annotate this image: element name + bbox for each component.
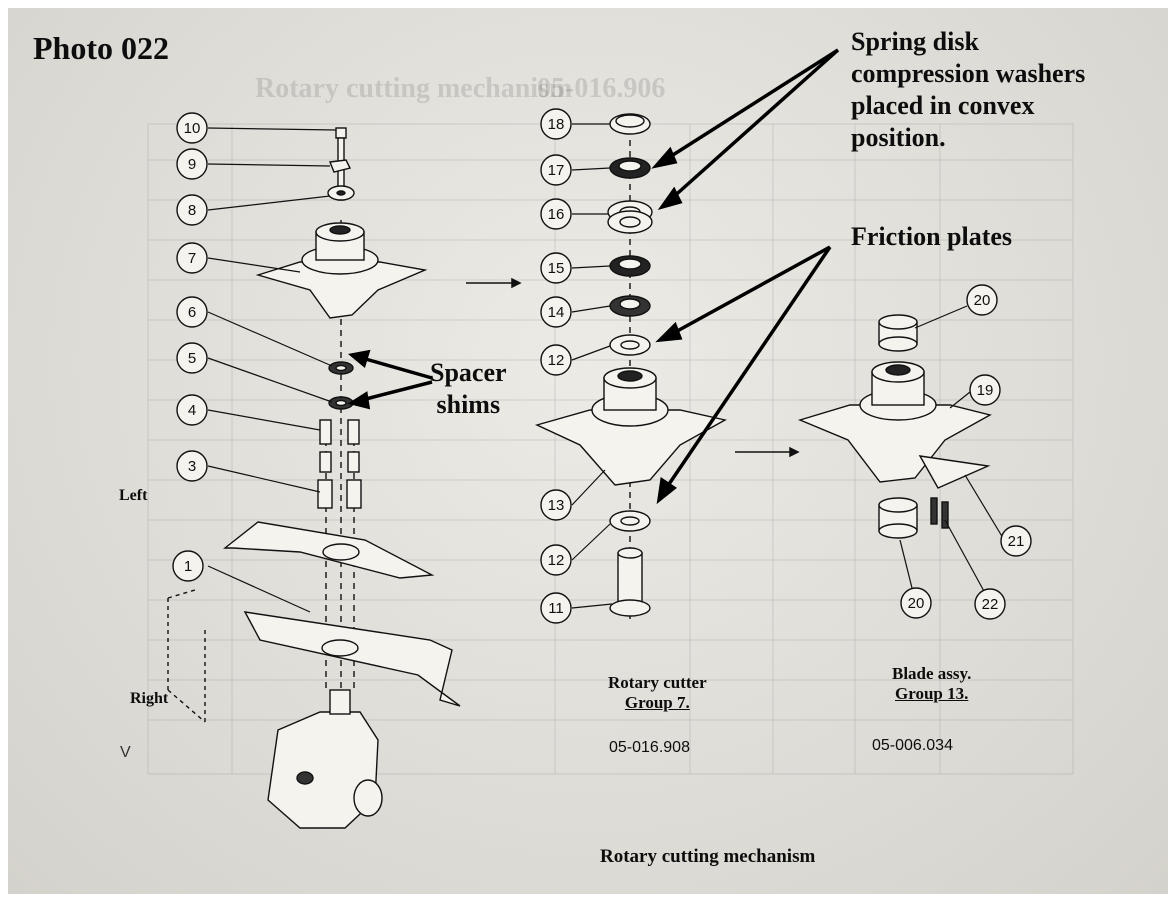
nut-right: [347, 451, 360, 473]
part-11-sleeve: [617, 552, 643, 606]
clamp-right: [346, 479, 362, 509]
right-side-label: Right: [130, 690, 169, 707]
callout-21: 21: [1008, 533, 1025, 550]
rotary-cutter-name: Rotary cutter: [608, 673, 707, 692]
blade-assy-group: Group 13.: [894, 684, 969, 703]
callout-9: 9: [188, 156, 196, 173]
right-callout-numbers: 20 19 21 20 22: [908, 292, 1025, 613]
annotation-arrows: [347, 48, 840, 505]
middle-leaders: [571, 123, 613, 609]
blade-assy-caption: Blade assy. Group 13.: [892, 664, 971, 704]
part-22-screw-2: [941, 501, 949, 529]
figure-title: Rotary cutting mechanism: [600, 846, 816, 867]
callout-22: 22: [982, 596, 999, 613]
friction-arrow-1: [669, 245, 831, 337]
flow-arrow-1: [466, 277, 522, 289]
callout-20-top: 20: [974, 292, 991, 309]
middle-callout-numbers: 18 17 16 15 14 12 13 12 11: [548, 116, 565, 617]
sprocket-bore: [329, 225, 351, 235]
callout-14: 14: [548, 304, 565, 321]
left-side-label: Left: [119, 487, 148, 504]
gearbox-shaft: [329, 689, 351, 715]
callout-19: 19: [977, 382, 994, 399]
callout-8: 8: [188, 202, 196, 219]
callout-17: 17: [548, 162, 565, 179]
callout-11: 11: [548, 600, 564, 617]
rotary-cutter-assembly: [534, 113, 727, 620]
screw-left: [319, 419, 332, 445]
callout-5: 5: [188, 350, 196, 367]
faint-table-code: 05-016.906: [537, 73, 666, 104]
callout-12-upper: 12: [548, 352, 565, 369]
callout-3: 3: [188, 458, 196, 475]
rotary-cutter-group: Group 7.: [624, 693, 690, 712]
callout-1: 1: [184, 558, 192, 575]
callout-15: 15: [548, 260, 565, 277]
callout-6: 6: [188, 304, 196, 321]
callout-10: 10: [184, 120, 201, 137]
right-callout-circles: [900, 284, 1032, 620]
spring-arrow-1: [664, 48, 839, 162]
right-blade: [243, 611, 461, 707]
spring-note-line-1: Spring disk: [851, 27, 979, 56]
screw-right: [347, 419, 360, 445]
spacer-arrow-2: [361, 380, 433, 402]
left-assembly: [167, 127, 461, 829]
spring-arrow-2: [668, 48, 840, 202]
middle-callout-circles: [540, 108, 572, 624]
left-blade: [222, 521, 435, 579]
clamp-left: [317, 479, 333, 509]
left-callout-numbers: 10 9 8 7 6 5 4 3 1: [184, 120, 201, 575]
friction-arrow-2: [663, 246, 832, 491]
rotary-cutter-caption: Rotary cutter Group 7.: [608, 673, 707, 713]
rotary-cutter-part-number: 05-016.908: [609, 739, 690, 756]
nut-left: [319, 451, 332, 473]
blade-assy-part-number: 05-006.034: [872, 737, 953, 754]
blade-assembly: [797, 314, 992, 539]
left-leaders: [207, 127, 337, 613]
spring-note-line-3: placed in convex: [851, 91, 1035, 120]
right-leaders: [899, 305, 1004, 594]
photo-label: Photo 022: [33, 30, 169, 66]
friction-plates-note: Friction plates: [851, 222, 1013, 251]
lock-pin: [329, 159, 352, 173]
callout-20-lower: 20: [908, 595, 925, 612]
washer-hole: [336, 190, 346, 196]
spring-note-line-4: position.: [851, 123, 946, 152]
spring-disk-note: Spring disk compression washers placed i…: [851, 26, 1085, 154]
callout-4: 4: [188, 402, 196, 419]
blade-assy-name: Blade assy.: [892, 664, 972, 683]
spacer-arrow-1: [361, 356, 433, 380]
part-22-screw-1: [930, 497, 938, 525]
spacer-note-line-2: shims: [436, 390, 501, 419]
callout-18: 18: [548, 116, 565, 133]
spacer-note-line-1: Spacer: [430, 358, 507, 387]
gearbox-sprocket: [353, 779, 383, 817]
callout-13: 13: [548, 497, 565, 514]
spacer-shims-note: Spacer shims: [430, 357, 507, 421]
faint-table-title: Rotary cutting mechanism: [255, 73, 573, 104]
mounting-frame: [167, 589, 206, 723]
callout-12-lower: 12: [548, 552, 565, 569]
spring-note-line-2: compression washers: [851, 59, 1086, 88]
callout-7: 7: [188, 250, 196, 267]
bolt-head: [335, 127, 347, 139]
callout-16: 16: [548, 206, 565, 223]
flow-arrow-2: [735, 446, 800, 458]
left-callout-circles: [172, 112, 208, 582]
margin-mark: V: [120, 744, 131, 761]
part-21-blade: [918, 455, 991, 489]
